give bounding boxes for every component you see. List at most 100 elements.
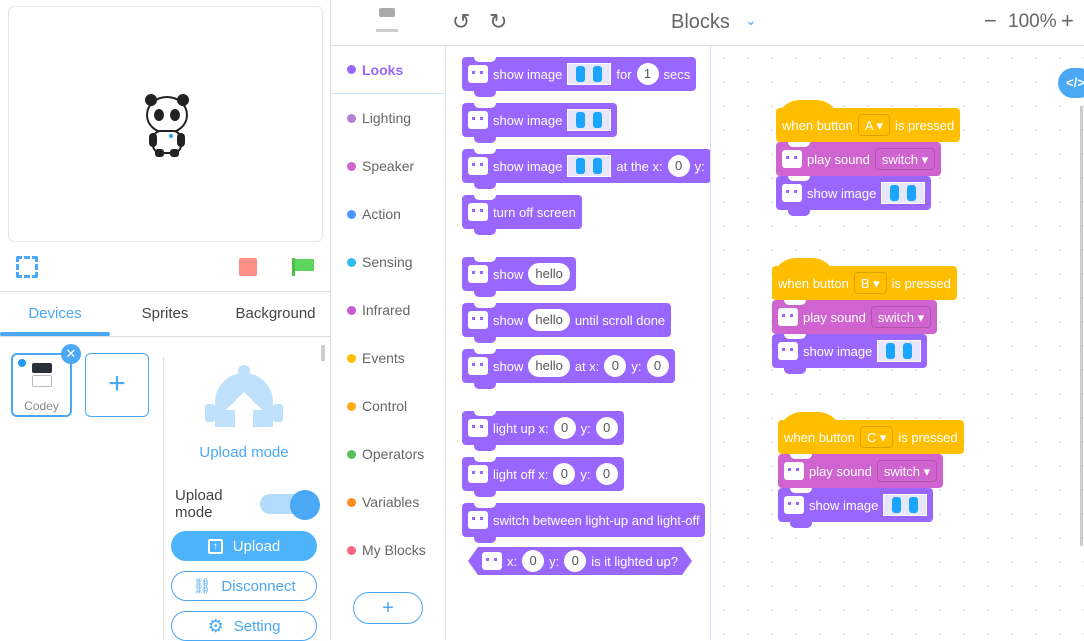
dropdown-value: B	[860, 276, 870, 291]
block-input[interactable]: 0	[564, 550, 586, 572]
block-input[interactable]: 0	[604, 355, 627, 377]
button-dropdown[interactable]: A ▾	[857, 114, 890, 136]
sound-dropdown[interactable]: switch ▾	[876, 460, 938, 482]
block-input[interactable]: 0	[595, 417, 618, 439]
green-flag-icon[interactable]	[292, 258, 314, 276]
codey-icon	[468, 465, 488, 483]
scrollbar[interactable]	[321, 345, 325, 361]
chevron-down-icon: ▾	[872, 118, 883, 133]
block-input[interactable]: 0	[553, 463, 576, 485]
category-action[interactable]: Action	[331, 190, 446, 238]
button-dropdown[interactable]: C ▾	[859, 426, 894, 448]
upload-mode-toggle[interactable]	[260, 490, 320, 520]
button-dropdown[interactable]: B ▾	[853, 272, 887, 294]
category-variables[interactable]: Variables	[331, 478, 446, 526]
category-control[interactable]: Control	[331, 382, 446, 430]
workspace-scrollbar[interactable]	[1080, 106, 1083, 546]
chevron-down-icon[interactable]: ⌄	[745, 12, 757, 28]
category-label: Events	[362, 350, 405, 366]
palette-block[interactable]: show image	[462, 103, 618, 143]
category-dot-icon	[347, 353, 356, 363]
block-input[interactable]: 1	[636, 63, 659, 85]
image-matrix-input[interactable]	[877, 340, 922, 362]
add-extension-button[interactable]: +	[353, 592, 423, 624]
add-device-button[interactable]: +	[85, 353, 149, 417]
block-text: show image	[493, 66, 563, 82]
image-matrix-input[interactable]	[883, 494, 928, 516]
setting-button[interactable]: ⚙Setting	[171, 611, 317, 641]
show-image-block[interactable]: show image	[778, 488, 934, 528]
tab-background[interactable]: Background	[235, 305, 316, 322]
remove-device-icon[interactable]: ✕	[61, 344, 81, 364]
category-sensing[interactable]: Sensing	[331, 238, 446, 286]
upload-button[interactable]: ↑Upload	[171, 531, 317, 561]
code-view-toggle-icon[interactable]: </>	[1058, 68, 1084, 98]
fullscreen-icon[interactable]	[16, 256, 38, 278]
image-matrix-input[interactable]	[567, 63, 612, 85]
stage[interactable]	[8, 6, 323, 242]
led-eye	[909, 497, 919, 513]
tab-devices[interactable]: Devices	[28, 305, 82, 322]
mode-selector[interactable]: Blocks	[671, 11, 730, 33]
stop-icon[interactable]	[239, 258, 257, 276]
palette-block[interactable]: turn off screen	[462, 195, 582, 235]
image-matrix-input[interactable]	[881, 182, 926, 204]
category-events[interactable]: Events	[331, 334, 446, 382]
category-operators[interactable]: Operators	[331, 430, 446, 478]
panda-sprite[interactable]	[139, 91, 195, 159]
sound-dropdown[interactable]: switch ▾	[874, 148, 936, 170]
block-input[interactable]: hello	[528, 309, 570, 331]
block-input[interactable]: 0	[667, 155, 690, 177]
tab-sprites[interactable]: Sprites	[141, 305, 189, 322]
toolbar: ↺ ↻ Blocks ⌄ − 100% +	[331, 0, 1084, 46]
category-label: Infrared	[362, 302, 411, 318]
block-input[interactable]: hello	[528, 263, 570, 285]
category-lighting[interactable]: Lighting	[331, 94, 446, 142]
block-input[interactable]: 0	[553, 417, 576, 439]
block-input[interactable]: 0	[522, 550, 544, 572]
block-text: play sound	[803, 309, 866, 325]
led-eye	[576, 112, 586, 128]
block-input[interactable]: hello	[528, 355, 570, 377]
undo-icon[interactable]: ↺	[452, 9, 471, 34]
block-text: show	[493, 358, 524, 374]
category-infrared[interactable]: Infrared	[331, 286, 446, 334]
led-eye	[593, 66, 603, 82]
show-image-block[interactable]: show image	[772, 334, 928, 374]
sound-dropdown[interactable]: switch ▾	[870, 306, 932, 328]
disconnect-button[interactable]: ⛓Disconnect	[171, 571, 317, 601]
image-matrix-input[interactable]	[567, 155, 612, 177]
block-text: show image	[493, 112, 563, 128]
zoom-in-button[interactable]: +	[1061, 8, 1074, 33]
image-matrix-input[interactable]	[567, 109, 612, 131]
palette-block[interactable]: switch between light-up and light-off	[462, 503, 706, 543]
block-input[interactable]: 0	[595, 463, 618, 485]
block-input[interactable]: 0	[646, 355, 669, 377]
zoom-out-button[interactable]: −	[984, 8, 997, 33]
codey-icon	[782, 184, 802, 202]
category-my-blocks[interactable]: My Blocks	[331, 526, 446, 574]
device-thumbnail-icon[interactable]	[376, 8, 398, 36]
category-looks[interactable]: Looks	[331, 46, 446, 94]
show-image-block[interactable]: show image	[776, 176, 932, 216]
codey-icon	[778, 308, 798, 326]
category-speaker[interactable]: Speaker	[331, 142, 446, 190]
device-codey[interactable]: Codey ✕	[11, 344, 81, 417]
redo-icon[interactable]: ↻	[489, 9, 508, 34]
